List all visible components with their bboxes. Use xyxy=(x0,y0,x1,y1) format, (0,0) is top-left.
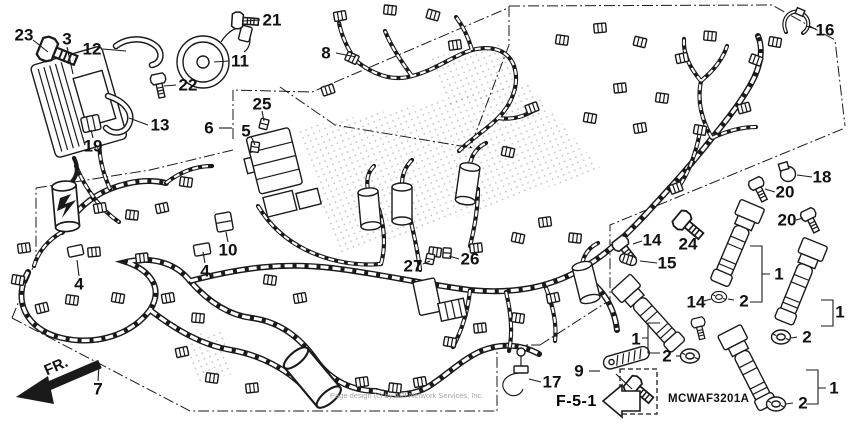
callout-5: 5 xyxy=(241,121,251,141)
callout-20: 20 xyxy=(777,210,797,230)
callout-10: 10 xyxy=(218,240,238,260)
fuse-5 xyxy=(249,140,261,154)
fr-direction-arrow xyxy=(16,359,102,404)
callout-14: 14 xyxy=(642,230,662,250)
dashed-bolt-box xyxy=(619,368,658,415)
ignition-coil-1 xyxy=(706,198,766,290)
fuse-box xyxy=(243,127,322,218)
part-10 xyxy=(214,211,234,233)
callout-20: 20 xyxy=(775,182,795,202)
callout-14: 14 xyxy=(686,292,706,312)
callout-4: 4 xyxy=(74,274,84,294)
callout-1: 1 xyxy=(829,378,839,398)
callout-2: 2 xyxy=(802,327,812,347)
leader-lines xyxy=(32,19,834,405)
callout-8: 8 xyxy=(321,43,331,63)
callout-2: 2 xyxy=(798,393,808,413)
callout-15: 15 xyxy=(657,253,677,273)
diagram-code: MCWAF3201A xyxy=(668,393,750,405)
callout-1: 1 xyxy=(835,302,845,322)
callout-25: 25 xyxy=(252,94,272,114)
callout-2: 2 xyxy=(662,346,672,366)
callout-7: 7 xyxy=(93,379,103,399)
callout-4: 4 xyxy=(200,261,210,281)
callout-22: 22 xyxy=(178,75,198,95)
stay-9-pointer xyxy=(615,373,633,390)
part-4-left xyxy=(66,244,85,258)
part-15 xyxy=(618,253,638,267)
callout-13: 13 xyxy=(150,115,170,135)
part-4-mid xyxy=(192,242,212,257)
callout-2: 2 xyxy=(739,291,749,311)
callout-6: 6 xyxy=(204,118,214,138)
section-ref-arrow xyxy=(601,383,641,419)
callout-23: 23 xyxy=(14,25,34,45)
callout-16: 16 xyxy=(815,20,835,40)
seal-washer-14 xyxy=(710,290,728,304)
seal-2a xyxy=(679,348,701,364)
horn xyxy=(176,24,253,89)
callout-27: 27 xyxy=(403,256,423,276)
seal-2b xyxy=(770,329,792,345)
condenser-with-bolt-symbol xyxy=(50,155,81,234)
callout-9: 9 xyxy=(574,361,584,381)
callout-12: 12 xyxy=(82,39,102,59)
callout-18: 18 xyxy=(812,167,832,187)
bolt-20b xyxy=(798,206,824,236)
callout-11: 11 xyxy=(231,51,249,71)
bracket-13 xyxy=(102,92,134,136)
ignition-coil-4 xyxy=(610,273,689,356)
clip-16 xyxy=(782,6,811,35)
relay xyxy=(412,277,468,323)
callout-3: 3 xyxy=(62,29,72,49)
bolt-14b xyxy=(689,315,710,342)
seal-2c xyxy=(765,396,787,412)
clamp-17 xyxy=(502,347,529,397)
callout-19: 19 xyxy=(83,136,103,156)
connector-19 xyxy=(80,113,102,134)
section-boundaries xyxy=(11,4,846,412)
bracket-12 xyxy=(112,36,164,69)
callout-24: 24 xyxy=(678,234,698,254)
clamp-18 xyxy=(777,160,797,183)
watermark-text: Page design (c) by ARI Network Services,… xyxy=(330,391,484,400)
stay-9 xyxy=(602,345,650,370)
callout-1: 1 xyxy=(774,264,784,284)
section-ref-label: F-5-1 xyxy=(556,393,597,410)
callout-26: 26 xyxy=(460,249,480,269)
regulator-rectifier xyxy=(30,46,128,158)
callout-17: 17 xyxy=(542,372,562,392)
callout-21: 21 xyxy=(262,10,282,30)
callout-1: 1 xyxy=(631,329,641,349)
